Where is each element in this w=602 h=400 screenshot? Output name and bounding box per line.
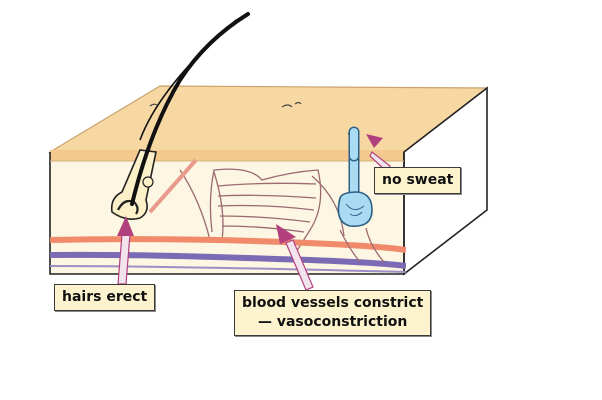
- no-sweat-label-text: no sweat: [382, 172, 454, 188]
- sebaceous-gland: [142, 176, 154, 188]
- vasoconstriction-label-line1: blood vessels constrict: [242, 295, 424, 311]
- vasoconstriction-label: blood vessels constrict — vasoconstricti…: [234, 290, 432, 336]
- skin-block-outline: [49, 152, 405, 275]
- deep-vessel-line: [50, 265, 406, 273]
- capillary-network: [179, 168, 345, 253]
- epidermis-layer: [50, 150, 406, 161]
- hairs-erect-label-text: hairs erect: [62, 289, 148, 305]
- hair-muscle-vessel: [148, 158, 198, 214]
- arrow-vessels-constrict: [276, 224, 314, 291]
- hair-follicle: [110, 149, 157, 220]
- artery-vessel: [50, 236, 406, 253]
- hairs-erect-label: hairs erect: [54, 284, 156, 311]
- skin-surface-marks: [149, 101, 357, 135]
- no-sweat-label: no sweat: [374, 167, 462, 194]
- sweat-gland-vessels: [339, 227, 385, 263]
- vasoconstriction-label-line2: — vasoconstriction: [257, 314, 408, 330]
